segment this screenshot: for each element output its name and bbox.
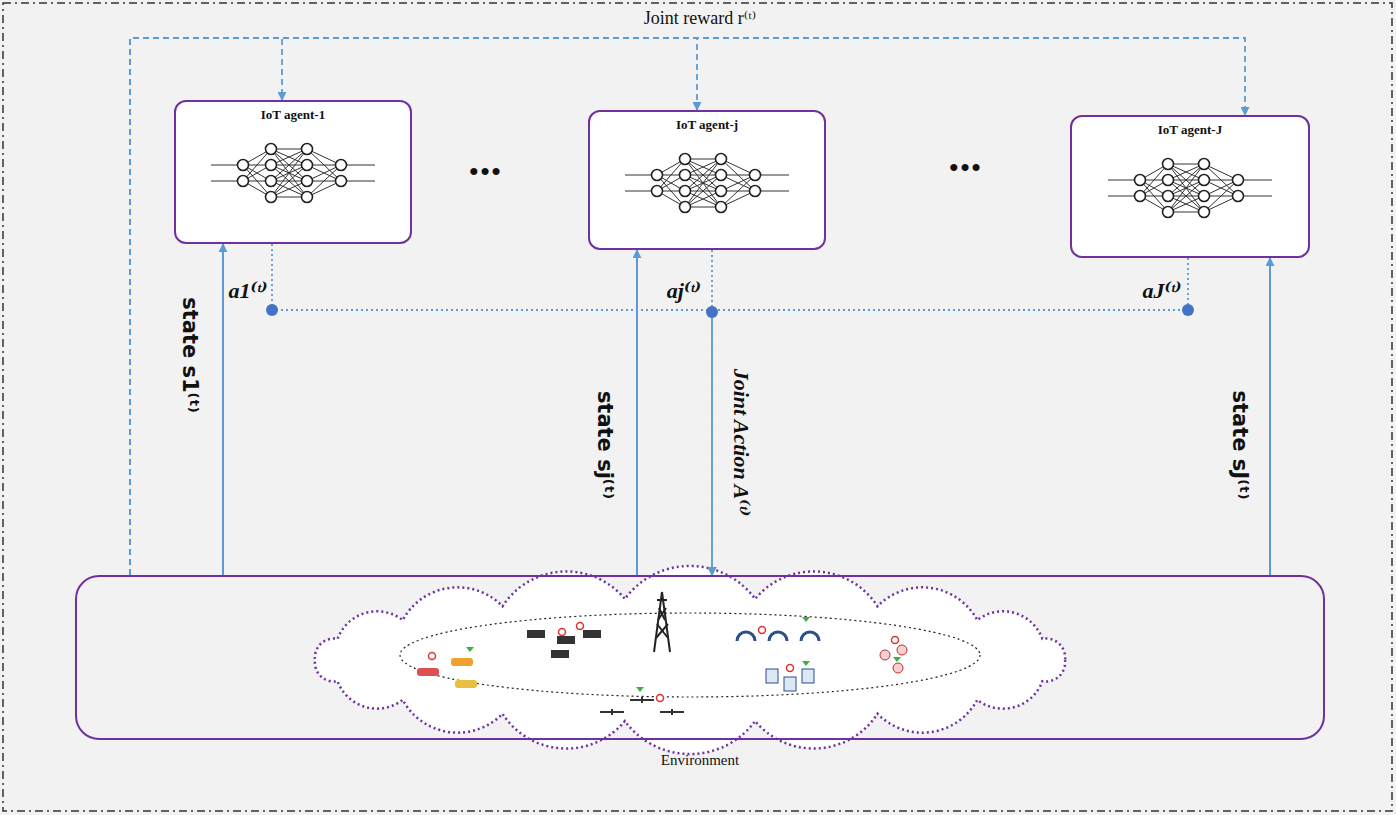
cloud xyxy=(315,566,1065,754)
car-icon xyxy=(451,658,473,666)
ellipsis: ••• xyxy=(469,157,502,187)
car-icon xyxy=(455,680,477,688)
state-label: state sj⁽ᵗ⁾ xyxy=(593,388,617,502)
camera-icon xyxy=(527,630,545,638)
agent-box: IoT agent-1 xyxy=(174,100,412,244)
device-marker xyxy=(429,653,436,660)
camera-icon xyxy=(551,650,569,658)
car-icon xyxy=(417,668,439,676)
cloud-outline xyxy=(315,566,1065,754)
agent-title: IoT agent-J xyxy=(1072,122,1308,138)
reward-label: Joint reward r⁽ᵗ⁾ xyxy=(640,7,760,29)
state-arrow xyxy=(222,244,224,575)
state-label: state s1⁽ᵗ⁾ xyxy=(178,294,202,416)
iot-devices xyxy=(417,617,907,715)
state-arrow xyxy=(1269,258,1271,575)
camera-icon xyxy=(583,630,601,638)
tag-icon xyxy=(893,663,903,673)
action-label: a1⁽ᵗ⁾ xyxy=(228,277,267,304)
action-dots xyxy=(266,304,1194,318)
environment-box: Environment xyxy=(75,575,1325,740)
drone-icon xyxy=(600,709,624,715)
action-label: aj⁽ᵗ⁾ xyxy=(667,277,701,304)
meter-icon xyxy=(784,677,796,691)
tag-icon xyxy=(880,650,890,660)
base-station-tower xyxy=(654,592,670,652)
device-marker xyxy=(559,629,566,636)
action-dot xyxy=(706,306,718,318)
outer-border xyxy=(3,3,1392,811)
drone-icon xyxy=(660,709,684,715)
headset-icon xyxy=(737,632,755,641)
signal-icon xyxy=(893,657,901,662)
action-label: aJ⁽ᵗ⁾ xyxy=(1142,277,1181,304)
agent-title: IoT agent-1 xyxy=(176,107,410,123)
ellipsis: ••• xyxy=(949,153,982,183)
action-dot xyxy=(1182,304,1194,316)
camera-icon xyxy=(557,636,575,644)
device-marker xyxy=(759,627,766,634)
action-arrow xyxy=(272,244,712,575)
meter-icon xyxy=(802,669,814,683)
cell-boundary xyxy=(400,613,980,697)
action-dot xyxy=(266,304,278,316)
state-arrow xyxy=(636,250,638,575)
signal-icon xyxy=(802,617,810,622)
neural-network-icon xyxy=(1104,151,1276,225)
state-label: state sJ⁽ᵗ⁾ xyxy=(1228,388,1252,503)
signal-icon xyxy=(466,647,474,652)
agent-box: IoT agent-J xyxy=(1070,115,1310,258)
device-marker xyxy=(787,665,794,672)
headset-icon xyxy=(769,632,787,641)
action-arrow xyxy=(712,258,1188,575)
drone-icon xyxy=(630,697,654,703)
neural-network-icon xyxy=(621,146,793,220)
agent-title: IoT agent-j xyxy=(590,117,824,133)
device-marker xyxy=(657,695,664,702)
headset-icon xyxy=(801,632,819,641)
signal-icon xyxy=(802,661,810,666)
device-marker xyxy=(577,623,584,630)
device-marker xyxy=(892,637,899,644)
neural-network-icon xyxy=(207,136,379,210)
meter-icon xyxy=(766,669,778,683)
joint-action-label: Joint Action A⁽ᵗ⁾ xyxy=(728,365,755,519)
tag-icon xyxy=(897,645,907,655)
agent-box: IoT agent-j xyxy=(588,110,826,250)
signal-icon xyxy=(636,687,644,692)
environment-label: Environment xyxy=(661,752,739,769)
